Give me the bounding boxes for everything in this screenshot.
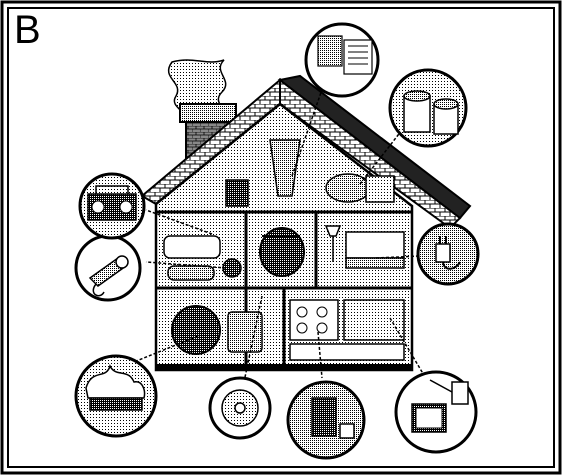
callout-fireplace: [74, 354, 158, 438]
stove: [289, 299, 339, 341]
callout-newspapers: [304, 22, 380, 98]
dress-form: [269, 139, 301, 197]
callout-lamp-plug: [416, 222, 480, 286]
kitchen: [289, 299, 405, 361]
attic-paint-can: [325, 173, 371, 203]
fire-icon: [85, 363, 146, 399]
plug-icon: [435, 243, 451, 263]
picture-frame: [225, 179, 249, 207]
panel-label: B: [14, 8, 41, 52]
fireplace: [171, 305, 221, 355]
callout-trash: [286, 380, 366, 460]
callout-boombox: [78, 172, 146, 240]
bedside-lamp: [324, 225, 342, 237]
basket-room: [259, 227, 305, 277]
attic-contents: [225, 139, 395, 207]
roof: [140, 74, 472, 230]
newspaper-icon: [317, 35, 343, 67]
callout-tv-outlet: [394, 370, 478, 454]
callout-smoke-detector: [208, 376, 272, 440]
trash-can-icon: [311, 397, 337, 437]
armchair: [227, 311, 263, 353]
callout-hair-dryer: [74, 234, 142, 302]
bedroom: [324, 225, 405, 269]
bed: [345, 231, 405, 259]
counter: [343, 299, 405, 341]
bathroom: [163, 235, 242, 281]
bathtub: [163, 235, 221, 259]
callout-paint-cans: [388, 68, 468, 148]
laundry-basket: [259, 227, 305, 277]
